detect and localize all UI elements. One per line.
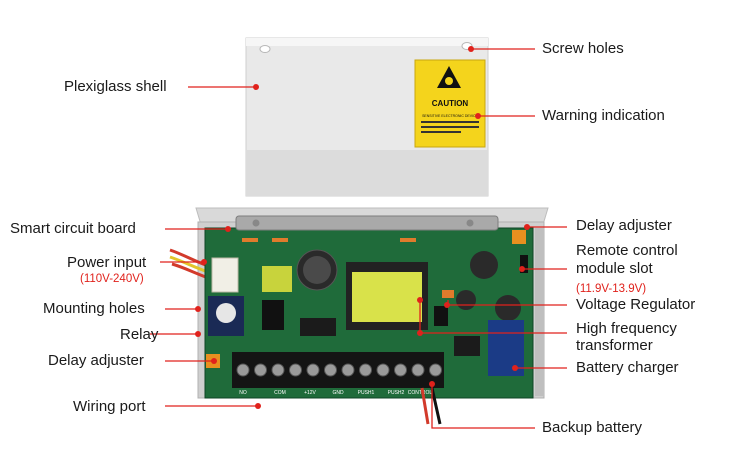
terminal-label: PUSH1 [358, 390, 375, 396]
label-smart-circuit-board: Smart circuit board [10, 220, 136, 237]
terminal-screw [324, 363, 337, 377]
callout-dot [201, 259, 207, 265]
label-relay: Relay [120, 326, 159, 343]
terminal-screw [341, 363, 355, 377]
callout-dot [253, 84, 259, 90]
label-warning-indication: Warning indication [542, 107, 665, 124]
label-power-input: Power input [67, 254, 147, 271]
label-power-input-range: (110V-240V) [80, 273, 144, 285]
label-backup-battery: Backup battery [542, 419, 643, 436]
terminal-screw [306, 363, 320, 377]
terminal-screw [376, 363, 390, 377]
screw-hole-left [259, 45, 271, 53]
callout-dot [225, 226, 231, 232]
terminal-screw [411, 363, 425, 377]
terminal-screw [429, 363, 442, 377]
label-screw-holes: Screw holes [542, 40, 624, 57]
label-voltage-regulator: Voltage Regulator [576, 296, 696, 313]
terminal-screw [394, 363, 407, 377]
label-mounting-holes: Mounting holes [43, 300, 145, 317]
label-hf-2: transformer [576, 337, 653, 354]
callout-lines [150, 46, 567, 429]
terminal-label: PUSH2 [388, 390, 405, 396]
terminal-screw [236, 363, 250, 377]
callout-dot [524, 224, 530, 230]
terminal-label: NO [239, 390, 247, 396]
label-delay-adjuster-left: Delay adjuster [48, 352, 144, 369]
label-wiring-port: Wiring port [73, 398, 146, 415]
label-battery-charger: Battery charger [576, 359, 679, 376]
callout-dot [519, 266, 525, 272]
terminal-label: COM [274, 390, 286, 396]
callout-dot [429, 381, 435, 387]
callout-dot [444, 302, 450, 308]
callout-dot [195, 331, 201, 337]
callout-dot [195, 306, 201, 312]
terminal-label: CONTROL [408, 390, 433, 396]
callout-dot [468, 46, 474, 52]
callout-dot [512, 365, 518, 371]
terminal-screw [254, 363, 267, 377]
terminal-label: +12V [304, 390, 316, 396]
label-remote-control-2: module slot [576, 260, 653, 277]
callout-dot [417, 297, 423, 303]
label-remote-control-1: Remote control [576, 242, 678, 259]
callout-line [431, 384, 535, 429]
callout-dot [211, 358, 217, 364]
terminal-screw [271, 363, 285, 377]
caution-title: CAUTION [432, 99, 469, 108]
label-plexiglass-shell: Plexiglass shell [64, 78, 167, 95]
callout-dot [475, 113, 481, 119]
plexiglass-shell-image: CAUTION SENSITIVE ELECTRONIC DEVICE [245, 37, 489, 197]
label-delay-adjuster-right: Delay adjuster [576, 217, 672, 234]
label-voltage-range: (11.9V-13.9V) [576, 283, 647, 295]
terminal-screw [289, 363, 302, 377]
caution-fine: SENSITIVE ELECTRONIC DEVICE [422, 114, 478, 118]
terminal-screw [359, 363, 372, 377]
label-hf-1: High frequency [576, 320, 677, 337]
terminal-label: GND [332, 390, 344, 396]
callout-dot [255, 403, 261, 409]
